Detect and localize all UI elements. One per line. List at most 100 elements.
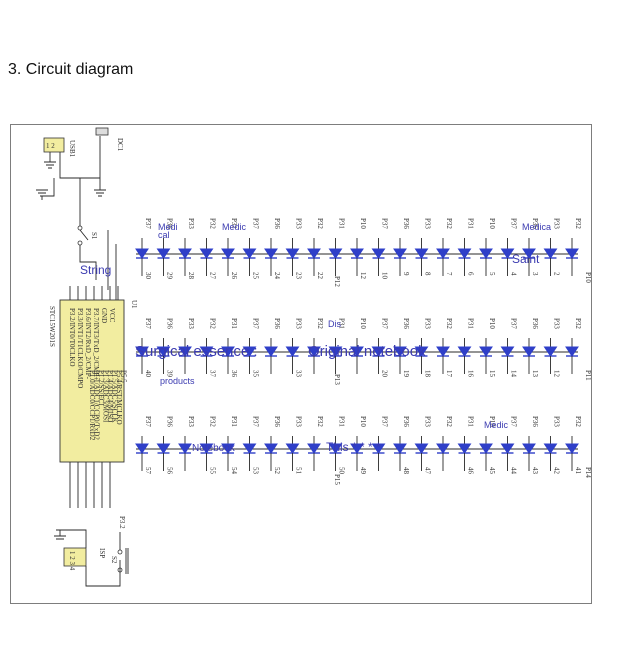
led-port-label: P37 xyxy=(381,218,389,229)
overlay-original: Original notebook xyxy=(308,343,426,360)
switch-s2-ref: S2 xyxy=(110,556,118,564)
led-number: 23 xyxy=(295,272,303,280)
led-diode xyxy=(543,443,558,454)
led-port-label: P37 xyxy=(144,416,152,427)
led-port-label: P33 xyxy=(187,318,195,329)
overlay-medi3: Medica xyxy=(522,222,551,232)
led-number: 9 xyxy=(402,272,410,276)
led-diode xyxy=(522,248,536,259)
mcu-left-pin: P3.6/INT2/RxD_2/CMP- xyxy=(84,308,92,380)
led-number: 43 xyxy=(531,467,539,475)
mcu-right-pins: P1.0/ADC0/CCP1/RxD2P1.1/ADC1/CCP0/TxD2P1… xyxy=(88,370,128,441)
led-number: 56 xyxy=(166,467,174,475)
led-port-label: P37 xyxy=(252,318,260,329)
led-number: 47 xyxy=(424,467,432,475)
led-port-label: P33 xyxy=(295,318,303,329)
led-number: 27 xyxy=(209,272,217,280)
overlay-products: products xyxy=(160,376,195,386)
led-diode xyxy=(500,443,515,454)
led-diode xyxy=(135,346,149,357)
led-diode xyxy=(436,443,450,454)
led-diode xyxy=(350,443,364,454)
led-diode xyxy=(522,443,536,454)
led-number: 5 xyxy=(488,272,496,276)
led-diode xyxy=(479,346,493,357)
led-port-label: P37 xyxy=(510,318,518,329)
led-diode xyxy=(543,346,558,357)
led-number: 25 xyxy=(252,272,260,280)
led-port-label: P10 xyxy=(488,416,496,427)
led-number: 17 xyxy=(445,370,453,378)
led-port-label: P36 xyxy=(166,318,174,329)
led-port-label: P31 xyxy=(338,318,346,329)
led-diode xyxy=(199,346,214,357)
led-diode xyxy=(264,443,278,454)
mcu-left-pin: P3.3/INT1/T1CLKO/CMPO xyxy=(76,308,84,388)
led-diode xyxy=(393,248,407,259)
led-port-label: P37 xyxy=(510,218,518,229)
led-port-label: P31 xyxy=(467,218,475,229)
led-port-label: P32 xyxy=(445,218,453,229)
led-diode xyxy=(371,248,386,259)
isp-p32-label: P3.2 xyxy=(118,516,126,529)
led-number: 15 xyxy=(488,370,496,378)
mcu-body xyxy=(59,299,125,463)
led-port-label: P33 xyxy=(187,218,195,229)
led-port-label: P31 xyxy=(230,318,238,329)
led-port-label: P10 xyxy=(359,318,367,329)
led-port-label: P33 xyxy=(553,416,561,427)
led-diode xyxy=(371,346,386,357)
led-port-label: P32 xyxy=(445,416,453,427)
mcu-right-pin: P5.4/RST/MCLKO xyxy=(115,370,123,425)
led-port-label: P31 xyxy=(338,218,346,229)
led-port-label: P37 xyxy=(252,218,260,229)
led-port-label: P31 xyxy=(230,416,238,427)
led-number: 2 xyxy=(553,272,561,276)
led-diode xyxy=(199,443,214,454)
led-port-label: P33 xyxy=(295,218,303,229)
led-number: 46 xyxy=(467,467,475,475)
led-number: 41 xyxy=(574,467,582,475)
led-number: 54 xyxy=(230,467,238,475)
led-number: 18 xyxy=(424,370,432,378)
mcu-left-pin: GND xyxy=(100,308,108,323)
led-diode xyxy=(135,248,149,259)
usb-connector-ref: USB1 xyxy=(68,140,76,158)
led-port-label: P33 xyxy=(424,416,432,427)
led-diode xyxy=(221,346,235,357)
led-diode xyxy=(565,443,579,454)
led-diode xyxy=(307,248,321,259)
led-number: 39 xyxy=(166,370,174,378)
led-row-tail-label: P14 xyxy=(584,467,592,478)
led-port-label: P32 xyxy=(316,318,324,329)
overlay-text: String Medi cal Medic Medica Saint Dis S… xyxy=(80,222,551,485)
overlay-medi2: Medic xyxy=(222,222,247,232)
led-port-label: P33 xyxy=(295,416,303,427)
led-diode xyxy=(178,346,192,357)
led-port-label: P33 xyxy=(553,318,561,329)
led-port-label: P36 xyxy=(531,416,539,427)
led-diode xyxy=(479,248,493,259)
overlay-medi1: Medi xyxy=(158,222,178,232)
mcu-right-pin: P1.2/SS/ECI xyxy=(97,370,105,406)
led-number: 50 xyxy=(338,467,346,475)
isp-connector-ref: ISP xyxy=(98,548,106,558)
led-number: 36 xyxy=(230,370,238,378)
led-number: 20 xyxy=(381,370,389,378)
led-diode xyxy=(328,346,343,357)
mcu-right-pin: P1.4/ADC4/MISO xyxy=(106,370,114,422)
led-port-label: P36 xyxy=(402,218,410,229)
led-port-label: P36 xyxy=(273,416,281,427)
overlay-this: This * * * * xyxy=(326,440,381,454)
led-number: 12 xyxy=(359,272,367,280)
usb-connector xyxy=(43,137,65,153)
led-diode xyxy=(178,443,192,454)
led-diode xyxy=(264,248,278,259)
led-diode xyxy=(156,346,171,357)
led-port-label: P36 xyxy=(402,318,410,329)
led-number: 3 xyxy=(531,272,539,276)
led-diode xyxy=(565,248,579,259)
led-diode xyxy=(414,443,429,454)
